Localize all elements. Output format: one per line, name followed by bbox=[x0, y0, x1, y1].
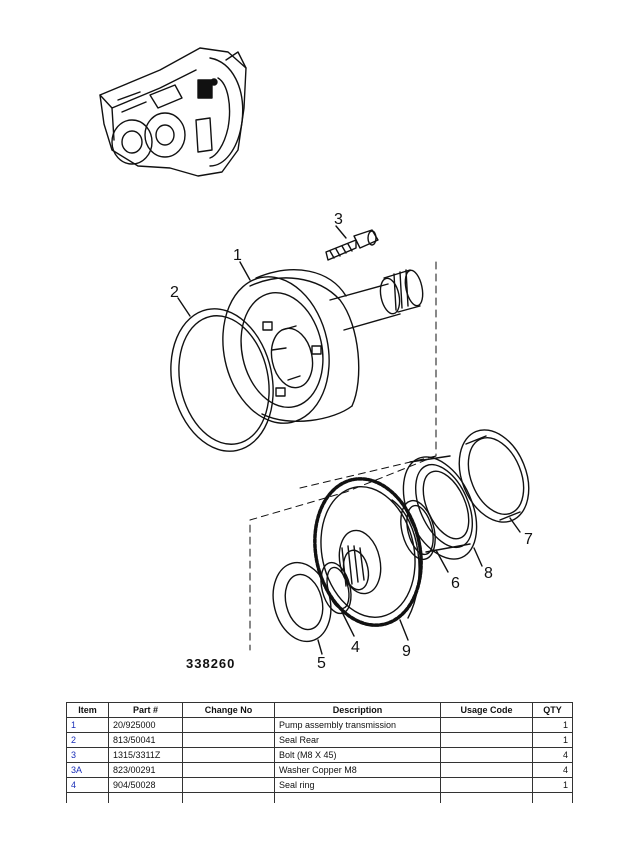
description: Seal ring bbox=[274, 777, 441, 793]
quantity: 1 bbox=[532, 732, 573, 748]
table-row: 3A 823/00291 Washer Copper M8 4 bbox=[66, 762, 573, 778]
table-row: 4 904/50028 Seal ring 1 bbox=[66, 777, 573, 793]
description: Washer Copper M8 bbox=[274, 762, 441, 778]
callout-8: 8 bbox=[484, 565, 493, 582]
callout-2: 2 bbox=[170, 284, 179, 301]
column-header-usage-code: Usage Code bbox=[440, 702, 533, 718]
column-header-qty: QTY bbox=[532, 702, 573, 718]
item-link[interactable]: 2 bbox=[66, 732, 109, 748]
callout-3: 3 bbox=[334, 211, 343, 228]
exploded-parts-diagram: 1 2 3 4 5 6 7 8 9 338260 bbox=[99, 47, 533, 672]
gear-part bbox=[313, 477, 423, 641]
quantity: 4 bbox=[532, 762, 573, 778]
item-link[interactable]: 1 bbox=[66, 717, 109, 733]
part-number: 904/50028 bbox=[108, 777, 183, 793]
item-link[interactable]: 3 bbox=[66, 747, 109, 763]
change-no bbox=[182, 717, 275, 733]
description: Seal Rear bbox=[274, 732, 441, 748]
callout-5: 5 bbox=[317, 655, 326, 672]
callout-6: 6 bbox=[451, 575, 460, 592]
quantity: 1 bbox=[532, 777, 573, 793]
bearing-part bbox=[402, 455, 483, 567]
bolt-part bbox=[325, 225, 379, 261]
callout-4: 4 bbox=[351, 639, 360, 656]
column-header-change-no: Change No bbox=[182, 702, 275, 718]
callout-9: 9 bbox=[402, 643, 411, 660]
callout-1: 1 bbox=[233, 247, 242, 264]
rear-seal-part bbox=[170, 297, 274, 452]
figure-number: 338260 bbox=[186, 656, 235, 671]
quantity: 4 bbox=[532, 747, 573, 763]
item-link[interactable]: 4 bbox=[66, 777, 109, 793]
table-row-partial bbox=[66, 792, 573, 803]
change-no bbox=[182, 777, 275, 793]
location-thumbnail bbox=[99, 47, 247, 177]
table-row: 3 1315/3311Z Bolt (M8 X 45) 4 bbox=[66, 747, 573, 763]
column-header-item: Item bbox=[66, 702, 109, 718]
usage-code bbox=[440, 717, 533, 733]
table-row: 2 813/50041 Seal Rear 1 bbox=[66, 732, 573, 748]
part-number: 1315/3311Z bbox=[108, 747, 183, 763]
pump-assembly-part bbox=[222, 261, 424, 424]
outer-seal-part bbox=[458, 429, 530, 533]
description: Bolt (M8 X 45) bbox=[274, 747, 441, 763]
usage-code bbox=[440, 777, 533, 793]
usage-code bbox=[440, 747, 533, 763]
callout-7: 7 bbox=[524, 531, 533, 548]
small-seal-part bbox=[400, 499, 449, 573]
description: Pump assembly transmission bbox=[274, 717, 441, 733]
column-header-description: Description bbox=[274, 702, 441, 718]
parts-table: Item Part # Change No Description Usage … bbox=[66, 702, 573, 803]
table-header-row: Item Part # Change No Description Usage … bbox=[66, 702, 573, 718]
part-number: 823/00291 bbox=[108, 762, 183, 778]
change-no bbox=[182, 732, 275, 748]
part-number: 813/50041 bbox=[108, 732, 183, 748]
quantity: 1 bbox=[532, 717, 573, 733]
column-header-part: Part # bbox=[108, 702, 183, 718]
assembly-boundary bbox=[249, 261, 437, 651]
part-number: 20/925000 bbox=[108, 717, 183, 733]
change-no bbox=[182, 747, 275, 763]
usage-code bbox=[440, 762, 533, 778]
usage-code bbox=[440, 732, 533, 748]
table-row: 1 20/925000 Pump assembly transmission 1 bbox=[66, 717, 573, 733]
item-link[interactable]: 3A bbox=[66, 762, 109, 778]
change-no bbox=[182, 762, 275, 778]
